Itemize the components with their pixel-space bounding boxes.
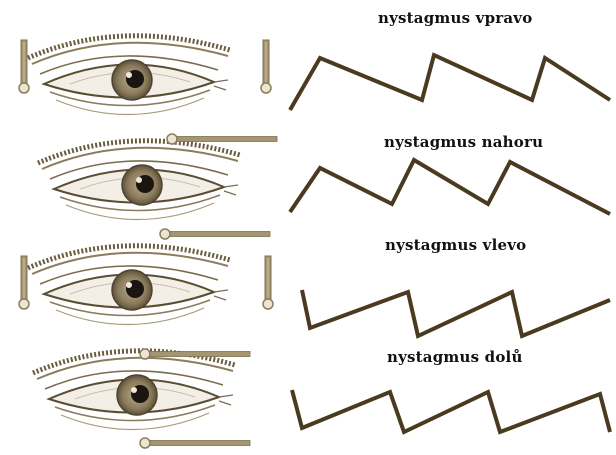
electrode-icon [19, 40, 29, 93]
nystagmus-wave [302, 290, 610, 336]
nystagmus-wave [292, 390, 610, 432]
electrode-icon [261, 40, 271, 93]
electrode-icon [263, 256, 273, 309]
nystagmus-wave [290, 160, 610, 214]
eye-icon [28, 36, 230, 115]
eye-icon [38, 141, 240, 220]
nystagmus-wave [290, 55, 610, 110]
eye-icon [33, 351, 235, 430]
electrode-icon [19, 256, 29, 309]
electrode-icon [140, 438, 250, 448]
electrode-icon [160, 229, 270, 239]
eye-icon [28, 246, 230, 325]
